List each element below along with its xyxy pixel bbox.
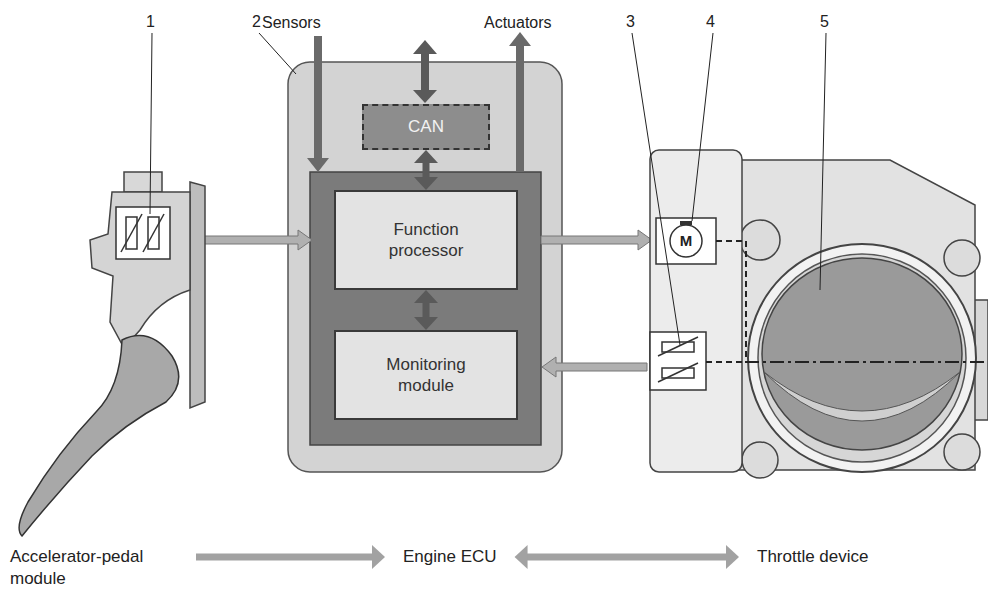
part-label: 3 [626, 13, 635, 31]
caption-node: Throttle device [757, 546, 869, 568]
sensor-arrow [307, 36, 329, 172]
part-label: 1 [146, 13, 155, 31]
motor-symbol-letter: M [680, 233, 693, 250]
leader-lines [150, 33, 826, 345]
actuator-arrow [509, 32, 531, 172]
pedal-signal-arrow [190, 230, 312, 250]
arrow-head [515, 545, 528, 569]
motor-drive-arrow [541, 230, 652, 250]
connector-arrow [515, 545, 739, 569]
part-label: Sensors [262, 14, 321, 32]
connector-shaft [423, 302, 430, 318]
part-label: 2 [252, 13, 261, 31]
ecu-core [310, 172, 541, 445]
arrow-head [726, 545, 739, 569]
part-label: Actuators [484, 14, 552, 32]
process-box: Function processor [334, 190, 518, 290]
arrow-head [414, 290, 438, 303]
part-label: 5 [820, 13, 829, 31]
node-text: Throttle device [757, 546, 869, 568]
arrow-head [414, 177, 438, 190]
arrow-head [414, 317, 438, 330]
can-bus-arrow [413, 40, 437, 103]
connector-arrow [414, 150, 438, 190]
node-text: Accelerator-pedal module [10, 546, 178, 590]
node-text: CAN [408, 117, 444, 137]
connector-shaft [196, 554, 373, 561]
process-box: Monitoring module [334, 330, 518, 420]
process-box: CAN [362, 104, 490, 150]
throttle-device [650, 150, 988, 478]
arrow-head [414, 150, 438, 163]
caption-node: Accelerator-pedal module [10, 546, 178, 590]
node-text: Engine ECU [403, 546, 497, 568]
pedal-module [19, 172, 205, 536]
connector-arrow [414, 290, 438, 330]
connector-shaft [423, 162, 430, 178]
connector-shaft [527, 554, 727, 561]
connector-arrow [196, 545, 385, 569]
caption-node: Engine ECU [403, 546, 497, 568]
part-label: 4 [706, 13, 715, 31]
node-text: Monitoring module [365, 354, 487, 397]
feedback-arrow [542, 357, 647, 377]
node-text: Function processor [365, 219, 487, 262]
arrow-head [372, 545, 385, 569]
